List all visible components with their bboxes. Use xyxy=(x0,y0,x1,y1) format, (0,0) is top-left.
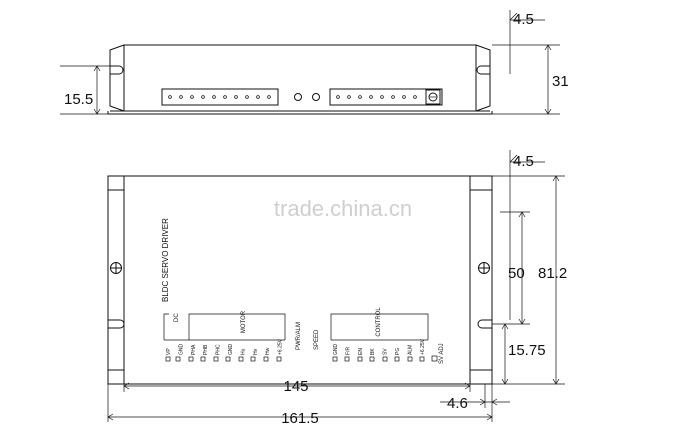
pin-label: F/R xyxy=(345,347,351,355)
front-left-flange xyxy=(107,175,125,385)
front-speed-adjust-label: SV ADJ xyxy=(439,343,445,364)
pin-label: PHA xyxy=(191,344,197,355)
pin-label: +6.25V xyxy=(420,338,426,355)
front-panel-title: BLDC SERVO DRIVER xyxy=(161,218,170,302)
top-right-slot xyxy=(476,65,490,75)
front-pwr-alm-label: PWR/ALM xyxy=(296,322,302,350)
dim-front-right-gap: 4.5 xyxy=(513,153,534,170)
top-view-body xyxy=(123,44,477,112)
front-speed-label: SPEED xyxy=(314,329,320,350)
pin-label: GND xyxy=(178,344,184,356)
pin-label: BK xyxy=(370,348,376,355)
front-motor-header: MOTOR xyxy=(241,310,247,333)
top-right-flange xyxy=(475,44,491,112)
front-control-header: CONTROL xyxy=(376,307,382,337)
dim-top-right-gap: 4.5 xyxy=(513,11,534,28)
pin-label: PG xyxy=(395,348,401,355)
control-pin-labels: GND F/R EN BK SV PG ALM +6.25V xyxy=(333,338,426,355)
dim-top-height: 31 xyxy=(552,73,569,90)
pin-label: EN xyxy=(358,348,364,355)
watermark: trade.china.cn xyxy=(274,196,412,221)
front-left-slot xyxy=(108,319,125,329)
motor-pin-labels: VP GND PHA PHB PHC GND Hu Hv Hw +6.25V xyxy=(166,338,284,355)
pin-label: GND xyxy=(228,344,234,356)
front-right-screw-icon xyxy=(478,262,490,274)
top-left-slot xyxy=(110,65,124,75)
front-dc-label: DC xyxy=(174,313,180,322)
front-left-screw-icon xyxy=(110,262,122,274)
speed-adjust-marker xyxy=(431,355,438,362)
front-view xyxy=(107,175,493,385)
dim-total-width: 161.5 xyxy=(281,410,319,427)
dim-total-height: 81.2 xyxy=(538,265,567,282)
top-power-led xyxy=(294,93,302,101)
pin-label: ALM xyxy=(407,345,413,355)
dim-hole-spacing: 50 xyxy=(508,265,525,282)
pin-label: Hw xyxy=(265,347,271,355)
control-pin-markers xyxy=(332,356,425,362)
pin-label: PHC xyxy=(216,344,222,355)
top-speed-potentiometer-icon xyxy=(428,92,438,102)
top-motor-terminal-block xyxy=(161,88,279,106)
top-view xyxy=(107,44,493,115)
top-motor-terminal-screws xyxy=(168,95,271,99)
top-left-flange xyxy=(109,44,125,112)
pin-label: GND xyxy=(333,344,339,356)
front-view-dimensions xyxy=(107,150,565,422)
top-control-terminal-block xyxy=(329,88,443,106)
top-view-dimensions xyxy=(60,10,560,115)
dim-hole-width: 145 xyxy=(283,378,308,395)
motor-pin-markers xyxy=(165,356,282,362)
pin-label: +6.25V xyxy=(278,338,284,355)
pin-label: Hv xyxy=(253,348,259,355)
pin-label: VP xyxy=(166,348,172,355)
pin-label: Hu xyxy=(240,348,246,355)
pin-label: SV xyxy=(383,348,389,355)
dim-edge-offset: 4.6 xyxy=(447,395,468,412)
dim-hole-offset: 15.75 xyxy=(508,342,546,359)
front-right-flange xyxy=(469,175,493,385)
top-control-terminal-screws xyxy=(336,95,417,99)
dim-top-left-offset: 15.5 xyxy=(64,91,93,108)
top-alarm-led xyxy=(312,93,320,101)
pin-label: PHB xyxy=(203,344,209,355)
front-right-slot xyxy=(477,319,492,329)
